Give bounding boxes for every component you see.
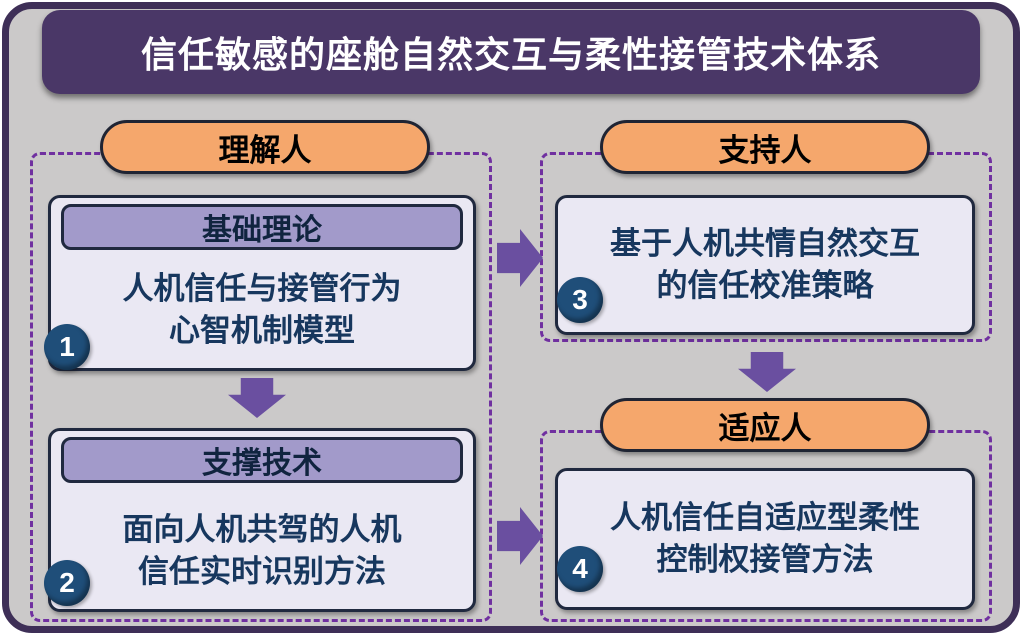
basic-theory-card: 基础理论 人机信任与接管行为 心智机制模型 [48,195,476,371]
support-tech-card-body: 面向人机共驾的人机 信任实时识别方法 [59,509,465,593]
support-tech-card: 支撑技术 面向人机共驾的人机 信任实时识别方法 [48,428,476,612]
takeover-method-line2: 控制权接管方法 [656,542,874,577]
step-number-2-badge: 2 [44,560,90,606]
support-tech-line2: 信任实时识别方法 [138,554,386,590]
diagram-title: 信任敏感的座舱自然交互与柔性接管技术体系 [42,10,980,94]
trust-calibration-card: 基于人机共情自然交互 的信任校准策略 [555,195,975,335]
basic-theory-line1: 人机信任与接管行为 [122,271,402,307]
group-understand-label: 理解人 [100,120,430,174]
step-number-1-badge: 1 [44,324,90,370]
basic-theory-line2: 心智机制模型 [169,313,355,349]
support-tech-card-header: 支撑技术 [61,437,463,483]
takeover-method-line1: 人机信任自适应型柔性 [610,500,920,536]
support-tech-line1: 面向人机共驾的人机 [122,512,402,548]
group-support-label: 支持人 [600,120,930,174]
trust-calibration-card-body: 基于人机共情自然交互 的信任校准策略 [566,198,964,332]
step-number-4-badge: 4 [557,546,603,592]
basic-theory-card-header: 基础理论 [61,204,463,250]
trust-calibration-line1: 基于人机共情自然交互 [610,226,920,262]
step-number-3-badge: 3 [557,277,603,323]
group-adapt-label: 适应人 [600,398,930,452]
takeover-method-card: 人机信任自适应型柔性 控制权接管方法 [555,468,975,610]
basic-theory-card-body: 人机信任与接管行为 心智机制模型 [59,268,465,352]
takeover-method-card-body: 人机信任自适应型柔性 控制权接管方法 [566,471,964,607]
trust-calibration-line2: 的信任校准策略 [656,268,874,303]
